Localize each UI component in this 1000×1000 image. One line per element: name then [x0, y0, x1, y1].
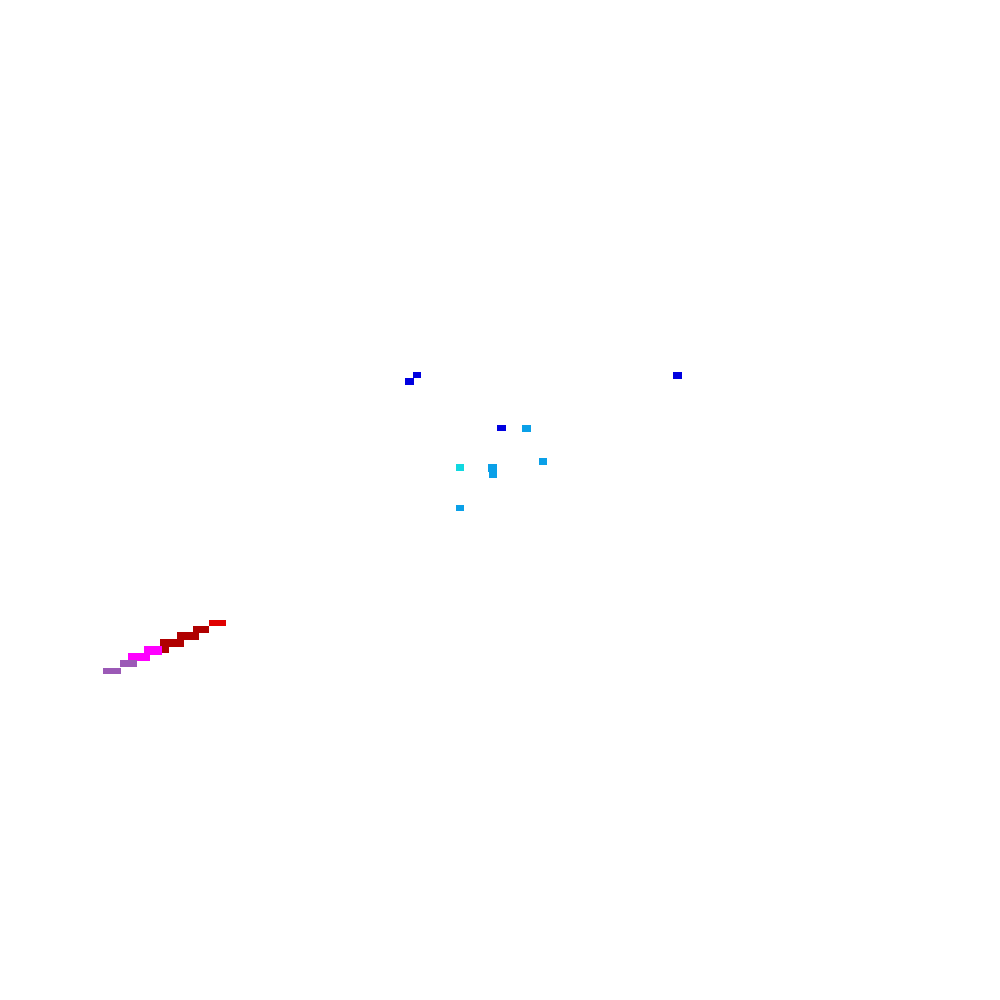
pixel-mark-1 — [413, 372, 421, 378]
streak-segment-3 — [177, 632, 199, 640]
pixel-mark-2 — [405, 378, 414, 385]
streak-segment-1 — [209, 620, 226, 626]
diagonal-pixel-streak — [103, 620, 226, 674]
streak-segment-9 — [103, 668, 121, 674]
scattered-pixel-marks — [405, 372, 682, 511]
streak-segment-6 — [144, 646, 162, 655]
pixel-mark-9 — [489, 471, 497, 478]
streak-segment-4 — [160, 639, 184, 647]
pixel-mark-10 — [456, 505, 464, 511]
streak-segment-2 — [193, 626, 209, 633]
streak-segment-7 — [128, 653, 150, 661]
pixel-mark-7 — [456, 464, 464, 471]
pixel-mark-6 — [539, 458, 547, 465]
streak-segment-5 — [160, 647, 169, 653]
pixel-mark-5 — [522, 425, 531, 432]
pixel-mark-8 — [488, 464, 497, 472]
streak-segment-8 — [120, 660, 137, 667]
pixel-mark-4 — [497, 425, 506, 431]
pixel-mark-3 — [673, 372, 682, 379]
